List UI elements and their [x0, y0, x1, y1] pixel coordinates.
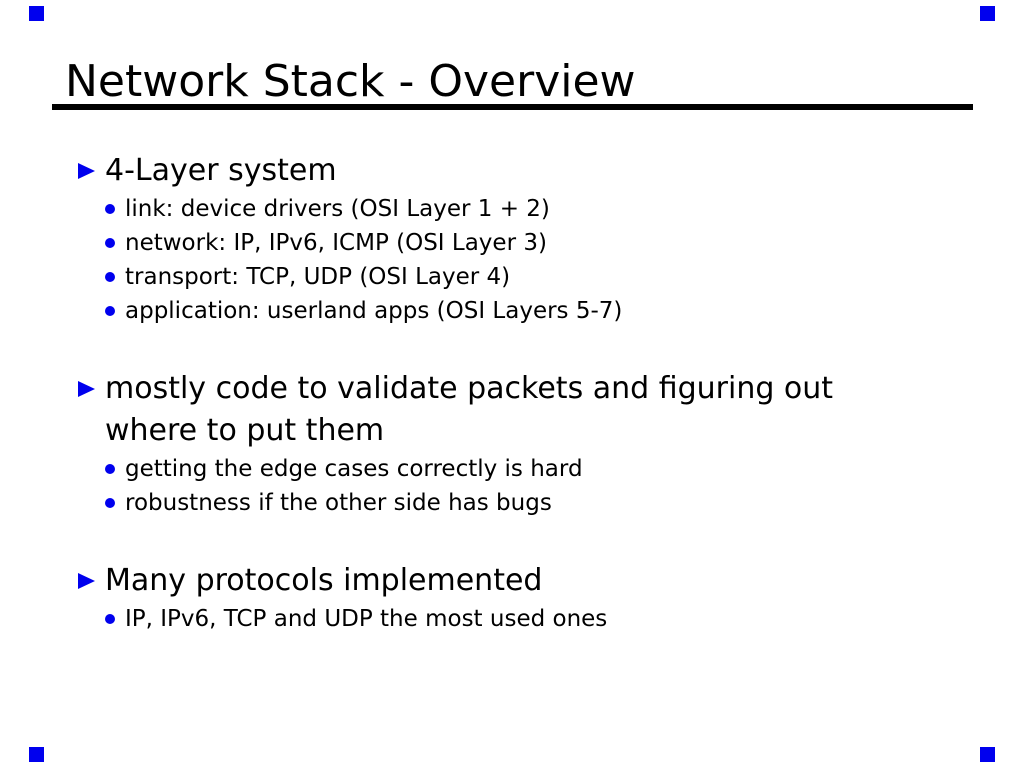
triangle-bullet-icon [78, 573, 95, 589]
dot-bullet-icon [105, 272, 115, 282]
sub-bullet-text: transport: TCP, UDP (OSI Layer 4) [125, 264, 511, 290]
triangle-bullet-icon [78, 163, 95, 179]
sub-bullet-item: application: userland apps (OSI Layers 5… [105, 294, 925, 328]
dot-bullet-icon [105, 306, 115, 316]
dot-bullet-icon [105, 614, 115, 624]
main-bullet-text: mostly code to validate packets and figu… [105, 371, 834, 448]
bullet-list: 4-Layer system link: device drivers (OSI … [78, 150, 925, 676]
bullet-group: mostly code to validate packets and figu… [78, 368, 925, 520]
dot-bullet-icon [105, 238, 115, 248]
triangle-bullet-icon [78, 381, 95, 397]
corner-marker-top-right-icon [980, 6, 995, 21]
corner-marker-bottom-right-icon [980, 747, 995, 762]
dot-bullet-icon [105, 498, 115, 508]
bullet-group: 4-Layer system link: device drivers (OSI … [78, 150, 925, 328]
dot-bullet-icon [105, 464, 115, 474]
main-bullet-text: Many protocols implemented [105, 563, 543, 598]
sub-bullet-text: IP, IPv6, TCP and UDP the most used ones [125, 606, 608, 632]
sub-bullet-text: getting the edge cases correctly is hard [125, 456, 583, 482]
dot-bullet-icon [105, 204, 115, 214]
sub-bullet-text: network: IP, IPv6, ICMP (OSI Layer 3) [125, 230, 547, 256]
sub-bullet-item: network: IP, IPv6, ICMP (OSI Layer 3) [105, 226, 925, 260]
sub-bullet-text: link: device drivers (OSI Layer 1 + 2) [125, 196, 550, 222]
sub-bullet-item: getting the edge cases correctly is hard [105, 452, 925, 486]
main-bullet-item: Many protocols implemented [78, 560, 925, 602]
corner-marker-bottom-left-icon [29, 747, 44, 762]
sub-bullet-item: link: device drivers (OSI Layer 1 + 2) [105, 192, 925, 226]
slide-title: Network Stack - Overview [65, 56, 636, 107]
sub-bullet-item: IP, IPv6, TCP and UDP the most used ones [105, 602, 925, 636]
sub-bullet-text: application: userland apps (OSI Layers 5… [125, 298, 623, 324]
sub-bullet-text: robustness if the other side has bugs [125, 490, 552, 516]
main-bullet-item: 4-Layer system [78, 150, 925, 192]
sub-bullet-item: robustness if the other side has bugs [105, 486, 925, 520]
main-bullet-text: 4-Layer system [105, 153, 337, 188]
sub-bullet-item: transport: TCP, UDP (OSI Layer 4) [105, 260, 925, 294]
main-bullet-item: mostly code to validate packets and figu… [78, 368, 925, 452]
title-underline [52, 104, 973, 110]
corner-marker-top-left-icon [29, 6, 44, 21]
